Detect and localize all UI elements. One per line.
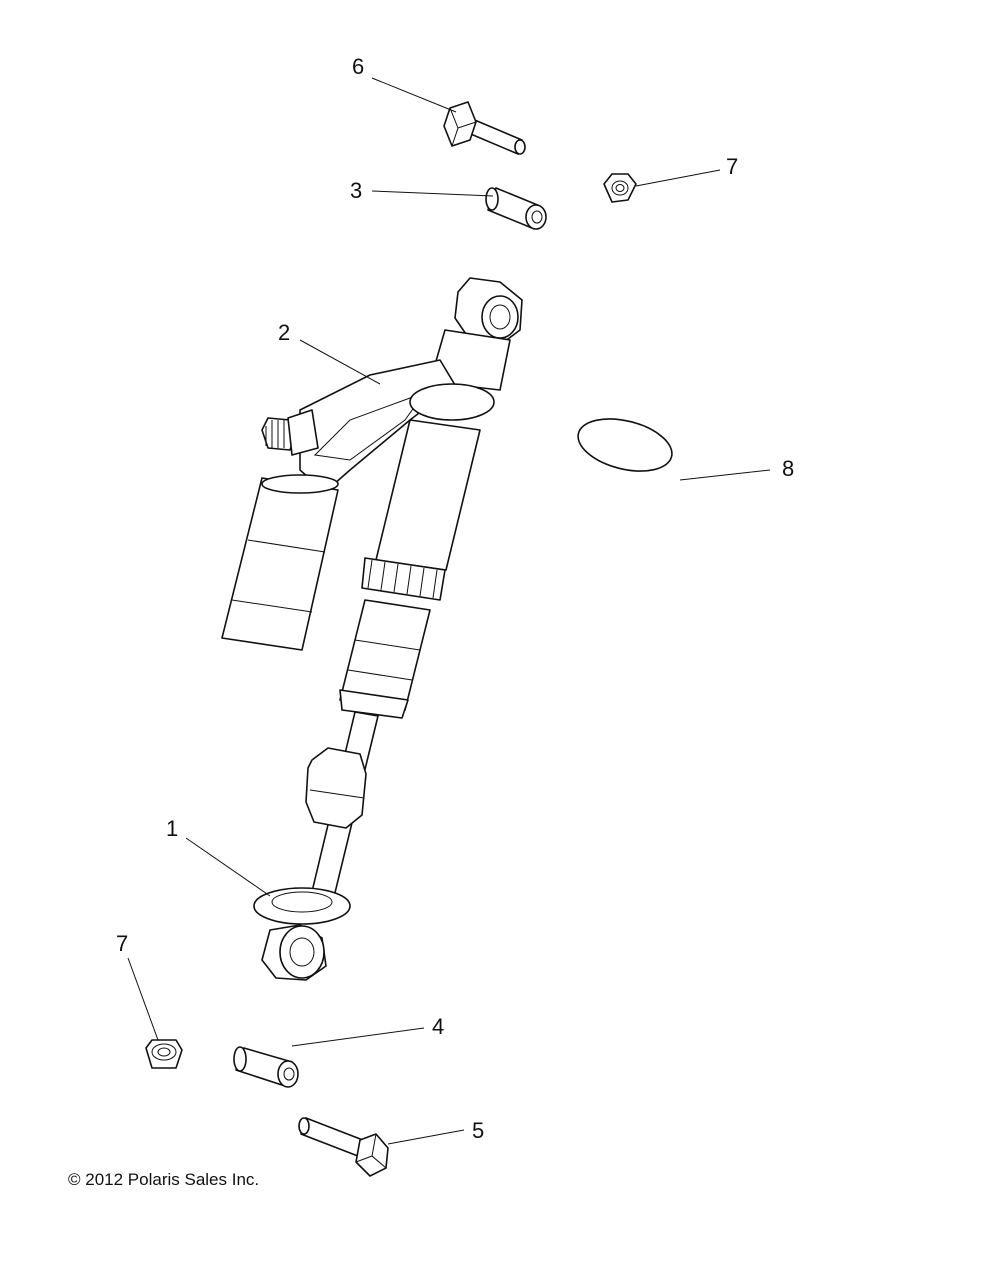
copyright-notice: © 2012 Polaris Sales Inc. — [68, 1170, 260, 1189]
part-8-coil-spring — [471, 418, 701, 1066]
part-7-lower-nut — [145, 1039, 183, 1069]
callout-6: 6 — [352, 54, 364, 79]
part-3-upper-bushing — [485, 187, 547, 230]
part-5-lower-bolt — [298, 1117, 389, 1177]
part-7-upper-nut — [603, 173, 637, 203]
callout-5: 5 — [472, 1118, 484, 1143]
part-4-lower-bushing — [233, 1046, 299, 1088]
callout-4: 4 — [432, 1014, 444, 1039]
callout-2: 2 — [278, 320, 290, 345]
part-6-upper-bolt — [443, 101, 526, 155]
part-2-shock-absorber — [221, 277, 523, 981]
callout-7-upper: 7 — [726, 154, 738, 179]
callout-3: 3 — [350, 178, 362, 203]
callout-8: 8 — [782, 456, 794, 481]
callout-7-lower: 7 — [116, 931, 128, 956]
leader-lines — [127, 77, 771, 1145]
callout-1: 1 — [166, 816, 178, 841]
